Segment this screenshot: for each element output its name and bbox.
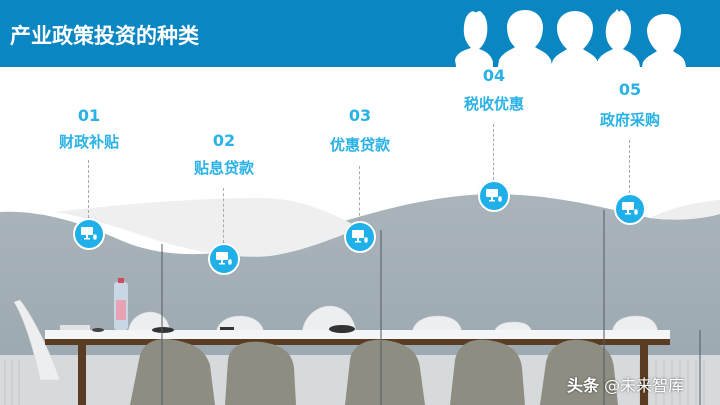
slide-title: 产业政策投资的种类 xyxy=(10,24,199,48)
step-01: 01 财政补贴 xyxy=(29,0,149,260)
step-02: 02 贴息贷款 xyxy=(164,0,284,280)
step-icon-button[interactable] xyxy=(208,243,240,275)
step-label: 财政补贴 xyxy=(58,133,119,151)
watermark-handle: @未来智库 xyxy=(604,376,685,395)
step-icon-button[interactable] xyxy=(344,221,376,253)
step-number: 03 xyxy=(348,106,372,125)
step-number: 04 xyxy=(482,66,506,85)
step-icon-button[interactable] xyxy=(478,180,510,212)
people-silhouettes-icon xyxy=(455,9,687,72)
computer-icon xyxy=(81,227,97,241)
step-number: 01 xyxy=(77,106,101,125)
step-label: 优惠贷款 xyxy=(329,136,390,154)
dashed-connector xyxy=(493,124,494,180)
step-icon-button[interactable] xyxy=(614,193,646,225)
step-label: 贴息贷款 xyxy=(193,159,254,177)
step-icon-button[interactable] xyxy=(73,218,105,250)
computer-icon xyxy=(622,202,638,216)
computer-icon xyxy=(352,230,368,244)
step-03: 03 优惠贷款 xyxy=(300,0,420,260)
step-label: 税收优惠 xyxy=(463,95,524,113)
dashed-connector xyxy=(88,160,89,218)
dashed-connector xyxy=(359,166,360,221)
header-band xyxy=(0,0,720,67)
computer-icon xyxy=(486,189,502,203)
step-05: 05 政府采购 xyxy=(570,0,690,235)
step-04: 04 税收优惠 xyxy=(434,0,554,220)
watermark: 头条 @未来智库 xyxy=(567,372,684,396)
computer-icon xyxy=(216,252,232,266)
watermark-brand: 头条 xyxy=(567,376,600,395)
step-number: 02 xyxy=(212,131,236,150)
dashed-connector xyxy=(629,140,630,193)
step-label: 政府采购 xyxy=(599,111,660,129)
step-number: 05 xyxy=(618,80,642,99)
dashed-connector xyxy=(223,188,224,243)
